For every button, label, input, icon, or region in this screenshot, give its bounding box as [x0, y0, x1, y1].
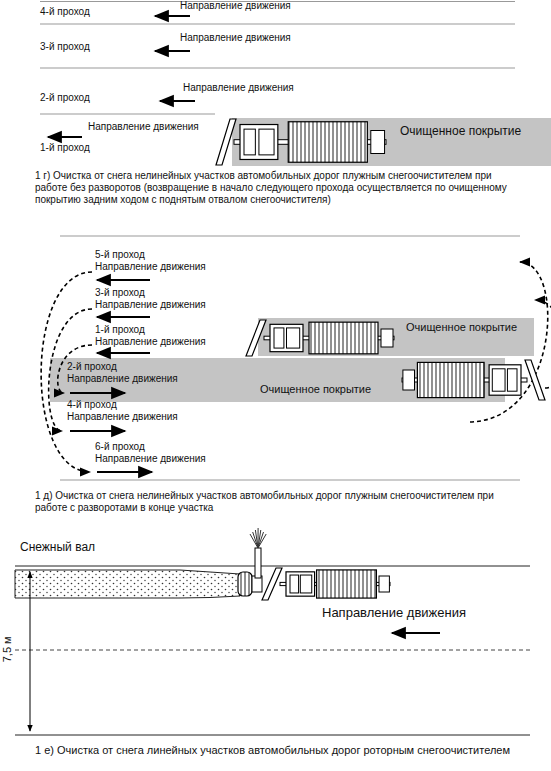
pass-label: 2-й проход: [40, 92, 90, 104]
direction-label: Направление движения: [322, 606, 466, 621]
direction-label: 1-й проход: [95, 324, 145, 336]
direction-label: 6-й проход: [95, 441, 145, 453]
pass-label: Направление движения: [88, 121, 199, 133]
direction-arrow: [97, 279, 150, 281]
direction-label: 5-й проход: [95, 249, 145, 261]
pass-label: Направление движения: [95, 336, 206, 348]
figure-caption: 1 е) Очистка от снега линейных участков …: [35, 744, 535, 757]
direction-arrow: [97, 316, 150, 318]
pass-label: 4-й проход: [40, 6, 90, 18]
rotor-snow-plow: [238, 528, 266, 596]
direction-label: Направление движения: [183, 82, 294, 94]
band-label: Очищенное покрытие: [406, 321, 517, 333]
band-label: Очищенное покрытие: [400, 124, 521, 138]
direction-arrow: [160, 100, 195, 102]
cleared-band: Очищенное покрытие: [258, 318, 534, 356]
cleared-band: Очищенное покрытие: [232, 118, 551, 166]
road: [15, 566, 530, 735]
direction-arrow: [97, 471, 152, 473]
direction-label: 4-й проход: [67, 399, 117, 411]
band-label: Очищенное покрытие: [260, 383, 371, 395]
snow-bank: [15, 570, 240, 598]
direction-arrow: [70, 430, 125, 432]
figure-caption: 1 г) Очистка от снега нелинейных участко…: [35, 170, 525, 206]
direction-arrow: [155, 50, 190, 52]
direction-label: 3-й проход: [95, 287, 145, 299]
snow-bank-label: Снежный вал: [20, 541, 95, 555]
pass-label: Направление движения: [95, 453, 206, 465]
direction-arrow: [48, 136, 82, 138]
direction-label: Направление движения: [180, 32, 291, 44]
dimension-label: 7,5 м: [1, 636, 14, 662]
direction-label: 2-й проход: [67, 361, 117, 373]
pass-label: Направление движения: [95, 261, 206, 273]
turn-path: [535, 300, 551, 388]
direction-arrow: [155, 15, 190, 17]
pass-label: Направление движения: [95, 299, 206, 311]
pass-label: 3-й проход: [40, 41, 90, 53]
figure-caption: 1 д) Очистка от снега нелинейных участко…: [35, 490, 525, 514]
lane-line: [40, 2, 515, 115]
direction-label: 1-й проход: [40, 142, 90, 154]
direction-arrow: [392, 632, 440, 634]
direction-label: Направление движения: [180, 0, 291, 12]
plow-truck: [262, 568, 390, 600]
pass-label: Направление движения: [67, 411, 178, 423]
pass-label: Направление движения: [67, 373, 178, 385]
direction-arrow: [97, 352, 150, 354]
dimension-line: [30, 572, 31, 731]
